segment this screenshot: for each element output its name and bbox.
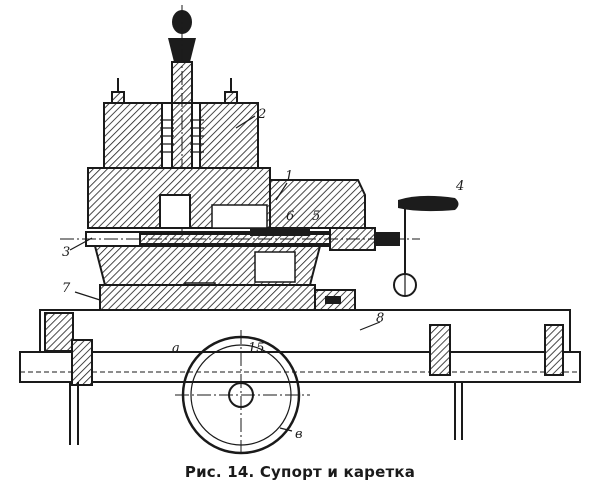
upper-slide [87, 167, 366, 229]
figure-caption: Рис. 14. Супорт и каретка [184, 463, 416, 481]
cross-feed-screw [60, 227, 420, 251]
label-15: 15 [248, 341, 265, 356]
label-3: 3 [62, 245, 70, 260]
leader-lines [69, 115, 381, 432]
label-1: 1 [285, 169, 293, 184]
label-5: 5 [312, 209, 320, 224]
handwheel [175, 330, 310, 455]
label-7: 7 [62, 281, 71, 296]
label-6: 6 [286, 209, 294, 224]
bed-apron [19, 309, 581, 445]
label-4: 4 [455, 179, 464, 194]
label-8: 8 [376, 311, 384, 326]
label-2: 2 [257, 107, 266, 122]
label-v: в [295, 427, 303, 442]
label-a: a [172, 341, 180, 356]
technical-drawing: 1 2 3 4 5 6 7 8 a 15 в [19, 5, 581, 455]
feed-crank [393, 195, 459, 297]
